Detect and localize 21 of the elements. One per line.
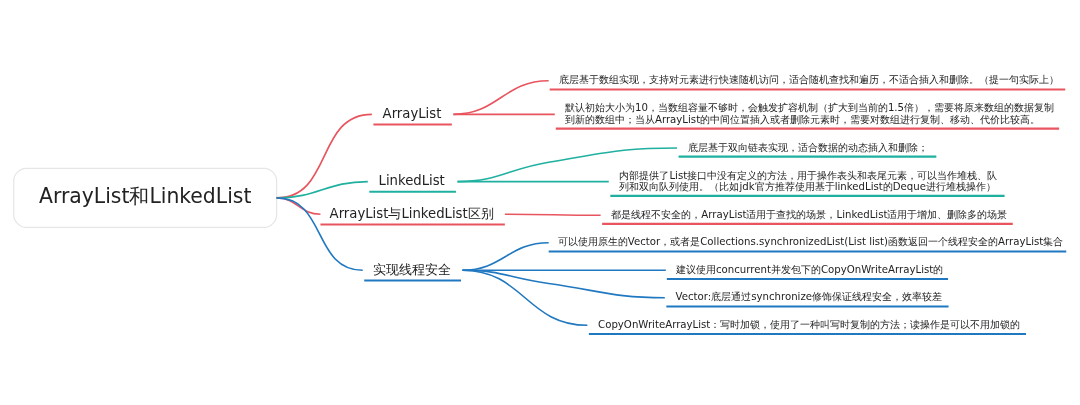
node-text: LinkedList [378,172,445,188]
node-text: 底层基于数组实现，支持对元素进行快速随机访问，适合随机查找和遍历，不适合插入和删除。（提一句实际上） [558,73,1059,85]
node-box: ArrayList和LinkedList [13,167,278,228]
node-text: 默认初始大小为10，当数组容量不够时，会触发扩容机制（扩大到当前的1.5倍），需要将原来数组的数据复制到新的数组中；当从ArrayList的中间位置插入或者删除元素时，需要对数组进行复制、移动、代价比较高。 [564,101,1055,125]
node-text: CopyOnWriteArrayList：写时加锁，使用了一种叫写时复制的方法；读操作是可以不用加锁的 [598,318,1021,330]
node-text: 建议使用concurrent并发包下的CopyOnWriteArrayList的 [676,263,944,275]
node-text: 实现线程安全 [373,261,452,277]
connector [504,212,602,216]
connector [461,268,666,299]
node-text: 内部提供了List接口中没有定义的方法，用于操作表头和表尾元素，可以当作堆栈、队列和双向队列使用。（比如jdk官方推荐使用基于linkedList的Deque进行堆栈操作） [619,169,998,192]
node-text: 可以使用原生的Vector，或者是Collections.synchronizedList(List list)函数返回一个线程安全的ArrayList集合 [557,235,1064,247]
node-text: 都是线程不安全的，ArrayList适用于查找的场景，LinkedList适用于增加、删除多的场景 [611,208,1008,220]
connector [452,79,550,115]
connector [452,113,556,115]
node-text: ArrayList [382,105,442,121]
connector [456,180,610,182]
connector [456,146,678,182]
connector [461,268,589,326]
node-text: Vector:底层通过synchronize修饰保证线程安全，效率较差 [675,290,943,302]
node-text: ArrayList与LinkedList区别 [329,205,494,221]
node-text: 底层基于双向链表实现，适合数据的动态插入和删除； [687,141,928,153]
